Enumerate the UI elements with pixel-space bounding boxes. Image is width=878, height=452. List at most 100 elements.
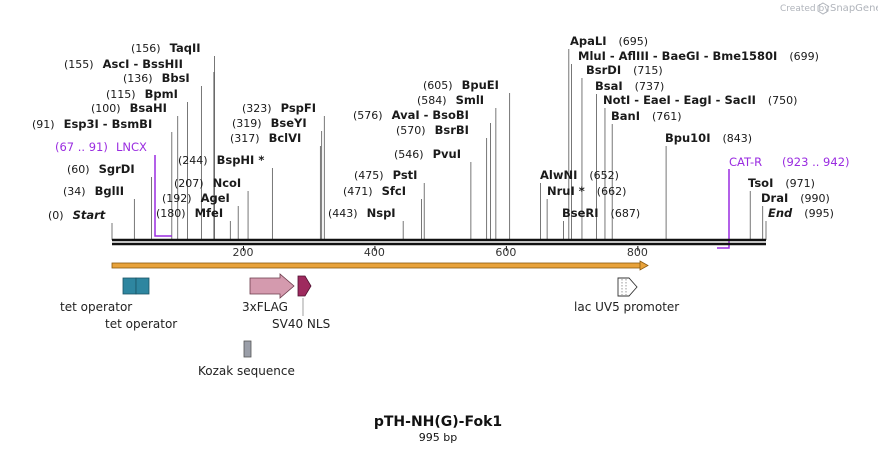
primer-lncx[interactable]: (67 .. 91) LNCX	[55, 140, 172, 237]
restriction-site[interactable]: (180)MfeI	[156, 206, 223, 220]
restriction-site[interactable]: (576)AvaI - BsoBI	[353, 108, 469, 122]
feature-label: Kozak sequence	[198, 364, 295, 378]
restriction-site-label: (605)BpuEI	[423, 78, 499, 92]
restriction-site-label: (546)PvuI	[394, 147, 461, 161]
restriction-site-label: (155)AscI - BssHII	[64, 57, 183, 71]
restriction-site-label: (180)MfeI	[156, 206, 223, 220]
restriction-site[interactable]: NotI - EaeI - EagI - SacII(750)	[603, 93, 797, 107]
restriction-site-label: BseRI(687)	[562, 206, 640, 220]
feature-label: tet operator	[105, 317, 177, 331]
restriction-site-label: (192)AgeI	[162, 191, 230, 205]
primer-lncx-range: (67 .. 91)	[55, 140, 108, 154]
feature-tet-operator-2[interactable]: tet operator	[105, 277, 177, 331]
restriction-site[interactable]: (115)BpmI	[106, 87, 178, 101]
restriction-site[interactable]: (100)BsaHI	[91, 101, 167, 115]
feature-lac-uv5-promoter[interactable]: lac UV5 promoter	[574, 277, 679, 314]
restriction-site[interactable]: (192)AgeI	[162, 191, 230, 205]
orf-arrow[interactable]	[111, 260, 649, 271]
restriction-site[interactable]: (570)BsrBI	[396, 123, 469, 137]
restriction-site-label: (60)SgrDI	[67, 162, 135, 176]
feature-label: SV40 NLS	[272, 317, 330, 331]
restriction-site[interactable]: (317)BclVI	[230, 131, 301, 145]
restriction-site-label: NotI - EaeI - EagI - SacII(750)	[603, 93, 797, 107]
feature-label: tet operator	[60, 300, 132, 314]
restriction-site-label: (91)Esp3I - BsmBI	[32, 117, 152, 131]
restriction-site[interactable]: ApaLI(695)	[570, 34, 648, 48]
restriction-site[interactable]: (471)SfcI	[343, 184, 406, 198]
restriction-site-label: NruI *(662)	[547, 184, 626, 198]
feature-tet-operator-1[interactable]: tet operator	[60, 277, 137, 314]
credit-text: Created by	[780, 4, 830, 14]
restriction-site-label: AlwNI(652)	[540, 168, 619, 182]
restriction-site-label: Bpu10I(843)	[665, 131, 752, 145]
snapgene-logo-icon	[817, 2, 829, 15]
restriction-site[interactable]: (60)SgrDI	[67, 162, 135, 176]
feature-3xflag[interactable]: 3xFLAG	[242, 273, 295, 314]
axis-tick-label: 800	[627, 246, 648, 259]
restriction-site[interactable]: (244)BspHI *	[178, 153, 264, 167]
axis-tick-label: 200	[232, 246, 253, 259]
restriction-site-label: (323)PspFI	[242, 101, 316, 115]
restriction-site-label: (244)BspHI *	[178, 153, 264, 167]
restriction-site-label: (156)TaqII	[131, 41, 201, 55]
restriction-site[interactable]: BseRI(687)	[562, 206, 640, 220]
restriction-site[interactable]: BsrDI(715)	[586, 63, 663, 77]
restriction-site[interactable]: (584)SmlI	[417, 93, 484, 107]
restriction-site[interactable]: MluI - AflIII - BaeGI - Bme1580I(699)	[578, 49, 819, 63]
restriction-site-label: (100)BsaHI	[91, 101, 167, 115]
restriction-site[interactable]: (443)NspI	[328, 206, 396, 220]
restriction-site[interactable]: (136)BbsI	[123, 71, 190, 85]
restriction-site[interactable]: (34)BglII	[63, 184, 124, 198]
restriction-site-label: (576)AvaI - BsoBI	[353, 108, 469, 122]
feature-kozak-sequence[interactable]: Kozak sequence	[198, 340, 295, 378]
restriction-site[interactable]: (207)NcoI	[174, 176, 241, 190]
restriction-site[interactable]: (319)BseYI	[232, 116, 307, 130]
primer-cat-r-label: CAT-R	[729, 155, 762, 169]
restriction-site[interactable]: (323)PspFI	[242, 101, 316, 115]
site-lines	[111, 49, 767, 240]
restriction-site[interactable]: (546)PvuI	[394, 147, 461, 161]
restriction-site-label: TsoI(971)	[748, 176, 815, 190]
restriction-site[interactable]: (155)AscI - BssHII	[64, 57, 183, 71]
feature-label: 3xFLAG	[242, 300, 288, 314]
restriction-site-label: (471)SfcI	[343, 184, 406, 198]
primer-cat-r[interactable]: CAT-R (923 .. 942)	[717, 155, 850, 249]
primer-lncx-label: LNCX	[116, 140, 147, 154]
restriction-site[interactable]: (91)Esp3I - BsmBI	[32, 117, 152, 131]
restriction-site[interactable]: Bpu10I(843)	[665, 131, 752, 145]
brand-text: SnapGene	[830, 3, 878, 14]
restriction-site-label: (0)Start	[48, 208, 106, 222]
restriction-site[interactable]: (0)Start	[48, 208, 106, 222]
site-labels: (0)Start (34)BglII (60)SgrDI (91)Esp3I - Bs…	[32, 34, 834, 222]
restriction-site-label: (207)NcoI	[174, 176, 241, 190]
restriction-site-label: (443)NspI	[328, 206, 396, 220]
primer-cat-r-range: (923 .. 942)	[782, 155, 850, 169]
feature-sv40-nls[interactable]: SV40 NLS	[272, 275, 330, 331]
restriction-site[interactable]: DraI(990)	[761, 191, 830, 205]
restriction-site-label: (570)BsrBI	[396, 123, 469, 137]
restriction-site-label: DraI(990)	[761, 191, 830, 205]
restriction-site[interactable]: NruI *(662)	[547, 184, 626, 198]
restriction-site[interactable]: BanI(761)	[611, 109, 682, 123]
restriction-site[interactable]: TsoI(971)	[748, 176, 815, 190]
restriction-site-label: (34)BglII	[63, 184, 124, 198]
restriction-site[interactable]: BsaI(737)	[595, 79, 664, 93]
restriction-site[interactable]: End(995)	[768, 206, 834, 220]
axis-tick-label: 600	[495, 246, 516, 259]
restriction-site[interactable]: AlwNI(652)	[540, 168, 619, 182]
restriction-site-label: (136)BbsI	[123, 71, 190, 85]
restriction-site-label: MluI - AflIII - BaeGI - Bme1580I(699)	[578, 49, 819, 63]
restriction-site[interactable]: (605)BpuEI	[423, 78, 499, 92]
restriction-site-label: End(995)	[768, 206, 834, 220]
plasmid-length: 995 bp	[419, 431, 457, 444]
restriction-site-label: BanI(761)	[611, 109, 682, 123]
plasmid-name: pTH-NH(G)-Fok1	[374, 414, 502, 430]
restriction-site-label: BsrDI(715)	[586, 63, 663, 77]
restriction-site-label: ApaLI(695)	[570, 34, 648, 48]
restriction-site-label: BsaI(737)	[595, 79, 664, 93]
restriction-site[interactable]: (156)TaqII	[131, 41, 201, 55]
restriction-site[interactable]: (475)PstI	[354, 168, 417, 182]
restriction-site-label: (319)BseYI	[232, 116, 307, 130]
